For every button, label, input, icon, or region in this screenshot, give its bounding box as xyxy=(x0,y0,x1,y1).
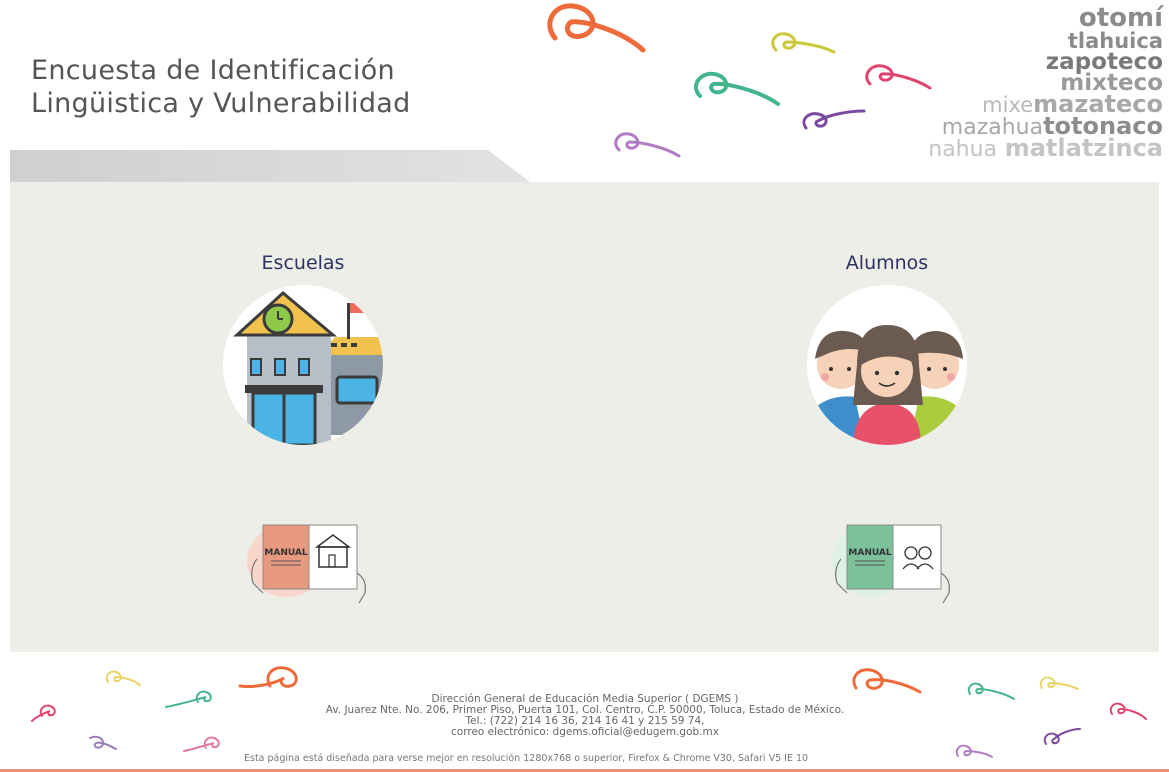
section-title-escuelas: Escuelas xyxy=(261,252,345,274)
footer-line2: Av. Juarez Nte. No. 206, Primer Piso, Pu… xyxy=(325,704,845,716)
language-tlahuica: tlahuica xyxy=(1067,29,1163,53)
language-nahua: nahua xyxy=(928,137,998,162)
section-title-alumnos: Alumnos xyxy=(845,252,929,274)
main-content: Escuelas xyxy=(10,182,1159,652)
header-gray-band xyxy=(10,150,530,182)
page-title-line1: Encuesta de Identificación xyxy=(31,55,395,86)
page-title-line2: Lingüistica y Vulnerabilidad xyxy=(31,88,411,119)
language-row-mazahua-totonaco: mazahuatotonaco xyxy=(928,114,1163,140)
school-building-icon[interactable] xyxy=(223,285,383,445)
manual-escuelas-label: MANUAL xyxy=(264,548,307,558)
manual-escuelas-button[interactable]: MANUAL xyxy=(239,519,379,609)
language-row-mixe-mazateco: mixemazateco xyxy=(928,92,1163,117)
languages-list: otomí tlahuica zapoteco mixteco mixemaza… xyxy=(928,3,1163,162)
footer-divider xyxy=(0,769,1169,772)
header: Encuesta de Identificación Lingüistica y… xyxy=(0,0,1169,182)
language-mixteco: mixteco xyxy=(1060,70,1163,96)
language-mixe: mixe xyxy=(982,93,1034,117)
footer-line1: Dirección General de Educación Media Sup… xyxy=(431,693,739,705)
footer-decorative-swirls xyxy=(31,666,1147,758)
footer-line3: Tel.: (722) 214 16 36, 214 16 41 y 215 5… xyxy=(465,715,705,727)
manual-alumnos-button[interactable]: MANUAL xyxy=(823,519,963,609)
footer-contact: Dirección General de Educación Media Sup… xyxy=(200,694,970,738)
language-mazateco: mazateco xyxy=(1033,90,1163,118)
footer-browser-note: Esta página está diseñada para verse mej… xyxy=(244,753,809,764)
language-totonaco: totonaco xyxy=(1043,112,1163,140)
language-mazahua: mazahua xyxy=(941,115,1044,140)
language-otomi: otomí xyxy=(1078,3,1163,33)
language-row-nahua-matlatzinca: nahua matlatzinca xyxy=(928,136,1163,162)
manual-alumnos-label: MANUAL xyxy=(848,548,891,558)
footer: Dirección General de Educación Media Sup… xyxy=(0,652,1169,772)
language-zapoteco: zapoteco xyxy=(1045,49,1163,75)
footer-line4: correo electrónico: dgems.oficial@edugem… xyxy=(451,726,719,738)
language-matlatzinca: matlatzinca xyxy=(1004,134,1163,162)
page-title: Encuesta de Identificación Lingüistica y… xyxy=(31,54,411,120)
students-group-icon[interactable] xyxy=(807,285,967,445)
